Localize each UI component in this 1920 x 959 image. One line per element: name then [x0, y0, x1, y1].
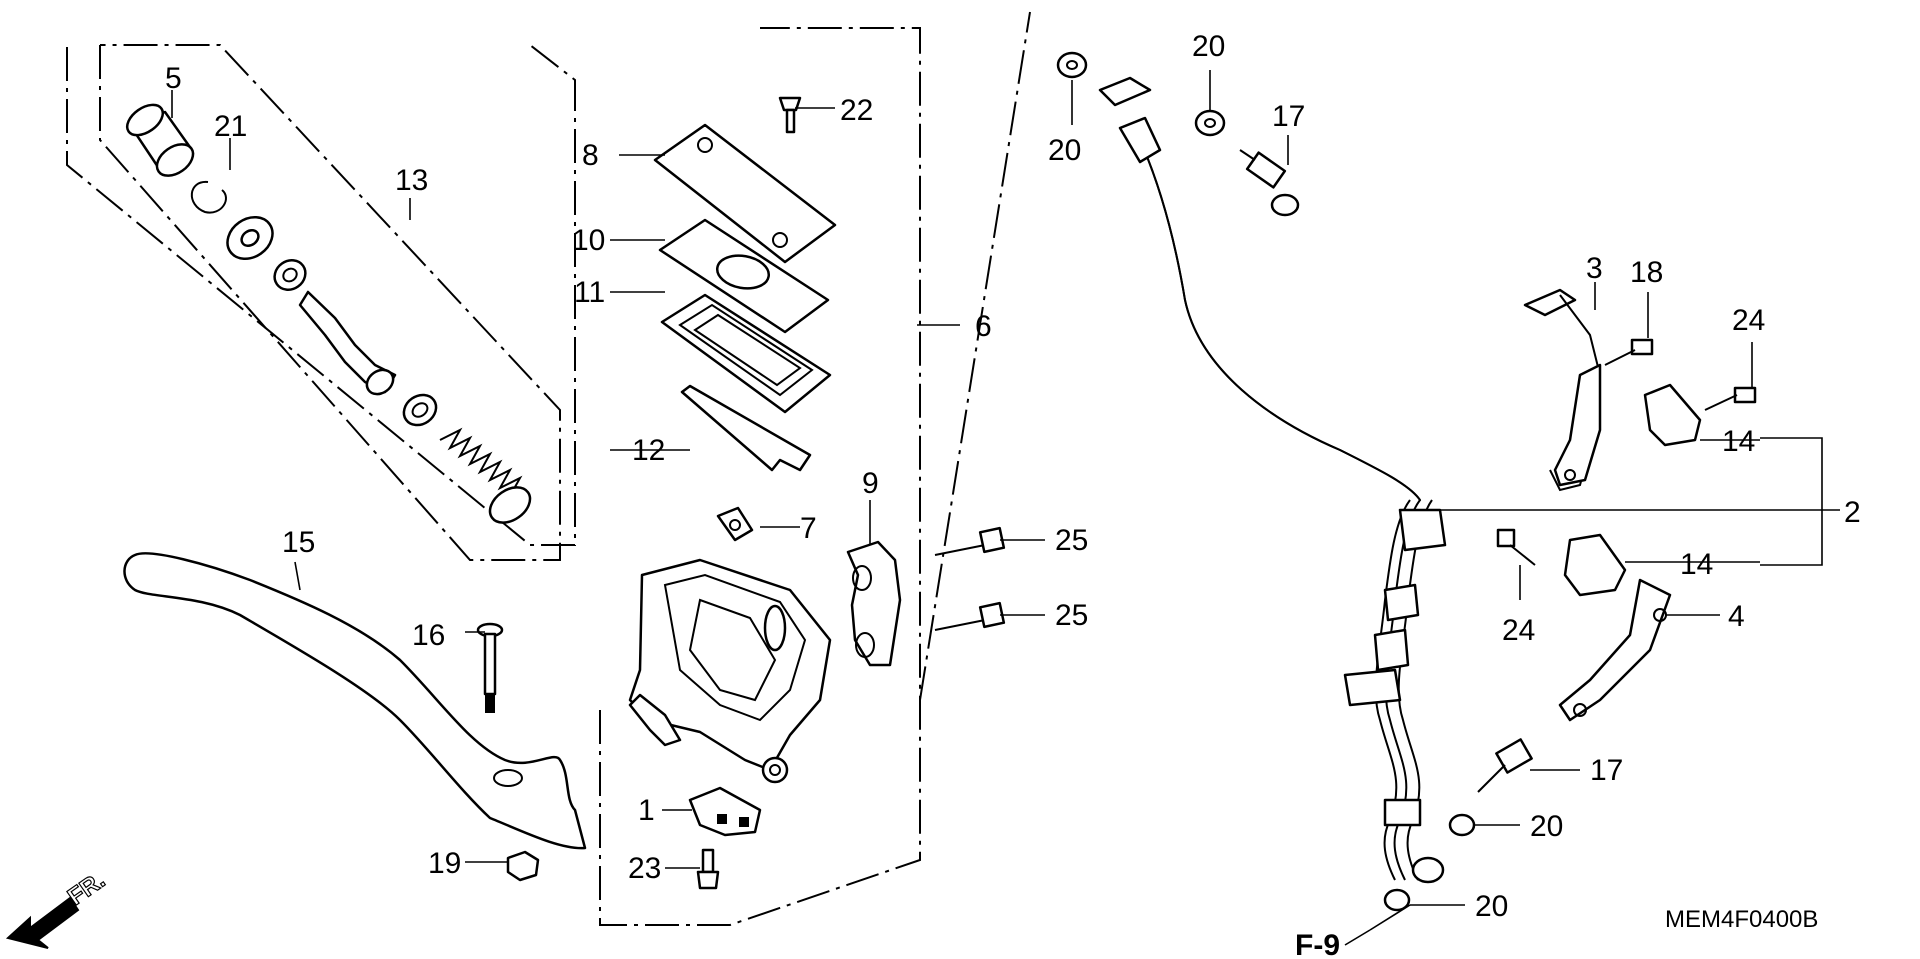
callout-23: 23 [628, 852, 661, 885]
callout-24-lower: 24 [1502, 614, 1535, 647]
callout-24-upper: 24 [1732, 304, 1765, 337]
bolt-part-25-upper [934, 526, 1006, 556]
callout-3: 3 [1586, 252, 1603, 285]
callout-20-d: 20 [1475, 890, 1508, 923]
spring [439, 427, 532, 524]
front-direction-arrow: FR. [5, 866, 111, 949]
callout-5: 5 [165, 62, 182, 95]
callout-17-lower: 17 [1590, 754, 1623, 787]
master-cylinder-boundary [599, 27, 921, 926]
screw-part-23 [696, 848, 720, 890]
callout-16: 16 [412, 619, 445, 652]
callout-15: 15 [282, 526, 315, 559]
callout-20-c: 20 [1530, 810, 1563, 843]
callout-2: 2 [1844, 496, 1861, 529]
callout-14-upper: 14 [1722, 425, 1755, 458]
page-reference-label: F-9 [1295, 929, 1340, 959]
bolt-part-17-lower [1477, 738, 1533, 793]
callout-17-upper: 17 [1272, 100, 1305, 133]
callout-19: 19 [428, 847, 461, 880]
bolt-part-25-lower [934, 601, 1006, 631]
callout-4: 4 [1728, 600, 1745, 633]
screw-part-22 [778, 96, 802, 134]
callout-12: 12 [632, 434, 665, 467]
callout-1: 1 [638, 794, 655, 827]
callout-7: 7 [800, 512, 817, 545]
callout-9: 9 [862, 467, 879, 500]
washer-part-20-c [1448, 813, 1476, 837]
washer-part-20-b [1194, 109, 1226, 137]
bracket-part-3 [1523, 288, 1602, 492]
brake-hose-part-2 [1098, 76, 1447, 884]
callout-20-a: 20 [1048, 134, 1081, 167]
callout-11: 11 [574, 276, 605, 309]
callout-25-upper: 25 [1055, 524, 1088, 557]
page-reference: F-9 [1295, 929, 1371, 959]
pivot-bolt-part-16 [476, 622, 504, 713]
circlip-part-21 [190, 180, 227, 214]
bolt-part-24-lower [1496, 528, 1536, 566]
brake-lever-part-15 [123, 552, 587, 850]
reservoir-cap-part-8 [653, 123, 837, 264]
diagram-code: MEM4F0400B [1665, 906, 1818, 933]
boot-part-5 [125, 103, 195, 177]
nut-part-19 [506, 850, 540, 882]
holder-part-9 [846, 540, 902, 667]
clamp-part-14-lower [1563, 533, 1627, 597]
bolt-part-17-upper [1239, 149, 1300, 217]
clip-part-7 [716, 506, 754, 542]
washer-part-20-d [1383, 888, 1411, 912]
group-13-inner-boundary [99, 44, 561, 561]
callout-10: 10 [572, 224, 605, 257]
callout-25-lower: 25 [1055, 599, 1088, 632]
float-part-12 [680, 384, 812, 472]
callout-6: 6 [975, 310, 992, 343]
callout-20-b: 20 [1192, 30, 1225, 63]
group-13-boundary [66, 44, 576, 546]
callout-22: 22 [840, 94, 873, 127]
callout-8: 8 [582, 139, 599, 172]
bracket-part-4 [1558, 578, 1672, 722]
diaphragm-part-11 [660, 293, 832, 414]
hose-group-boundary [919, 11, 1031, 701]
callout-21: 21 [214, 110, 247, 143]
master-cylinder-body [628, 558, 832, 784]
callout-labels: 5 21 13 8 10 11 12 22 7 9 6 15 16 19 1 2… [165, 30, 1861, 923]
bolt-part-24-upper [1704, 386, 1757, 411]
leader-lines [171, 70, 1840, 931]
clamp-part-14-upper [1643, 383, 1702, 447]
washer-part-20-a [1056, 51, 1088, 79]
plate-part-10 [658, 218, 830, 334]
bolt-part-18 [1604, 338, 1654, 366]
callout-13: 13 [395, 164, 428, 197]
callout-18: 18 [1630, 256, 1663, 289]
switch-part-1 [688, 786, 762, 837]
piston-assembly [226, 215, 438, 427]
callout-14-lower: 14 [1680, 548, 1713, 581]
